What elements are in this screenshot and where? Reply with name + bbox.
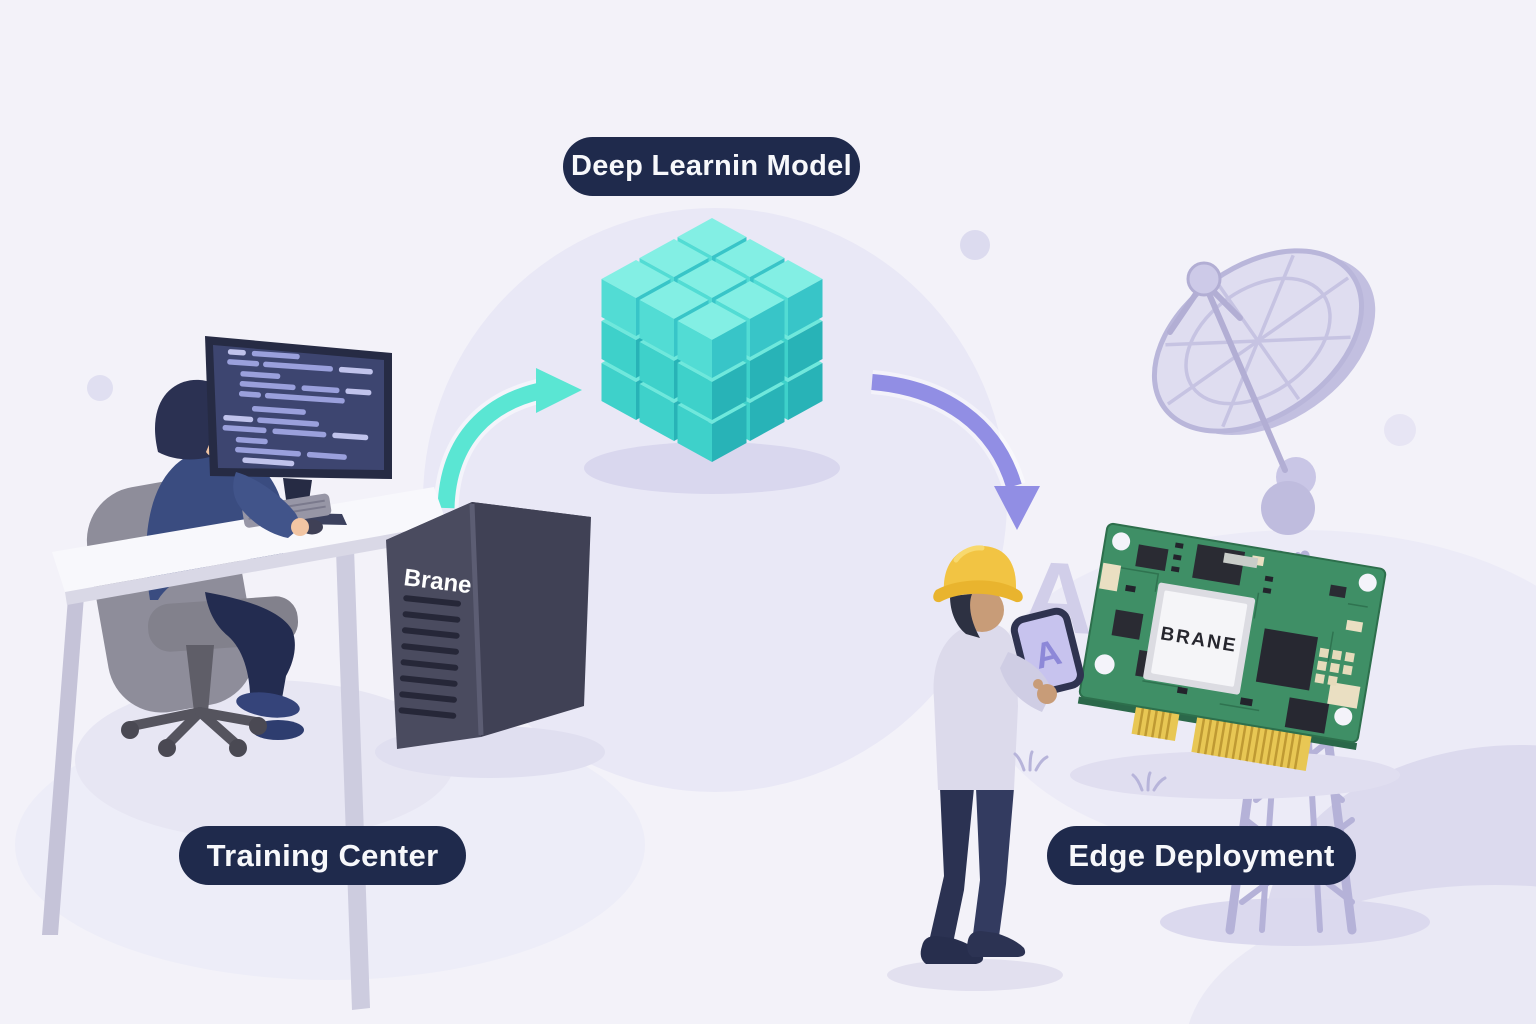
bg-dot: [87, 375, 113, 401]
worker-leg: [928, 788, 974, 948]
worker-leg: [972, 788, 1014, 944]
training-scene: Brane: [42, 336, 605, 1010]
worker-shoe: [920, 936, 984, 964]
desk-leg: [336, 548, 370, 1010]
deep-learning-model-label: Deep Learnin Model: [563, 137, 860, 196]
server-side: [472, 502, 591, 737]
worker-shoe: [967, 931, 1026, 957]
satellite-dish: [1151, 248, 1376, 535]
arrowhead-right-icon: [536, 368, 582, 413]
model-to-edge-arrow: [870, 370, 1040, 530]
bg-dot: [1384, 414, 1416, 446]
grass-tuft: [1013, 750, 1167, 792]
worker-hair: [950, 594, 980, 638]
developer-legs: [205, 592, 295, 712]
feed-horn: [1186, 261, 1222, 297]
worker-shadow: [887, 959, 1063, 991]
edge-worker-figure: A: [920, 545, 1084, 964]
office-chair-base: [121, 645, 267, 757]
deep-learning-model-text: Deep Learnin Model: [571, 150, 852, 182]
desk-top: [52, 487, 447, 592]
developer-arm: [233, 472, 302, 538]
main-chip: BRANE: [1143, 582, 1256, 695]
desk-edge: [65, 524, 449, 605]
hard-hat: [933, 545, 1023, 603]
developer-hand: [291, 518, 309, 536]
worker-hand: [1037, 684, 1057, 704]
training-center-label: Training Center: [179, 826, 466, 885]
edge-deployment-text: Edge Deployment: [1068, 837, 1335, 873]
arrowhead-down-icon: [994, 486, 1040, 530]
server-vents: [398, 595, 461, 719]
board-shadow: [1070, 751, 1400, 799]
train-to-model-arrow: [433, 368, 582, 509]
mounting-holes: [1094, 532, 1377, 726]
gold-edge-connector: [1131, 706, 1312, 772]
developer-shoe: [236, 692, 300, 718]
desk: [42, 487, 449, 1010]
server-front: [386, 502, 481, 749]
tower-shadow: [1160, 898, 1430, 946]
code-lines: [222, 349, 373, 467]
cube-shadow: [584, 442, 840, 494]
desk-leg: [42, 596, 84, 935]
circuit-board: BRANE: [1077, 522, 1387, 772]
edge-deployment-label: Edge Deployment: [1047, 826, 1356, 885]
worker-torso: [933, 622, 1018, 790]
server-tower: Brane: [386, 502, 591, 749]
training-center-text: Training Center: [206, 837, 439, 873]
monitor: [205, 336, 392, 525]
board-traces: [1120, 566, 1368, 712]
bg-dot: [960, 230, 990, 260]
